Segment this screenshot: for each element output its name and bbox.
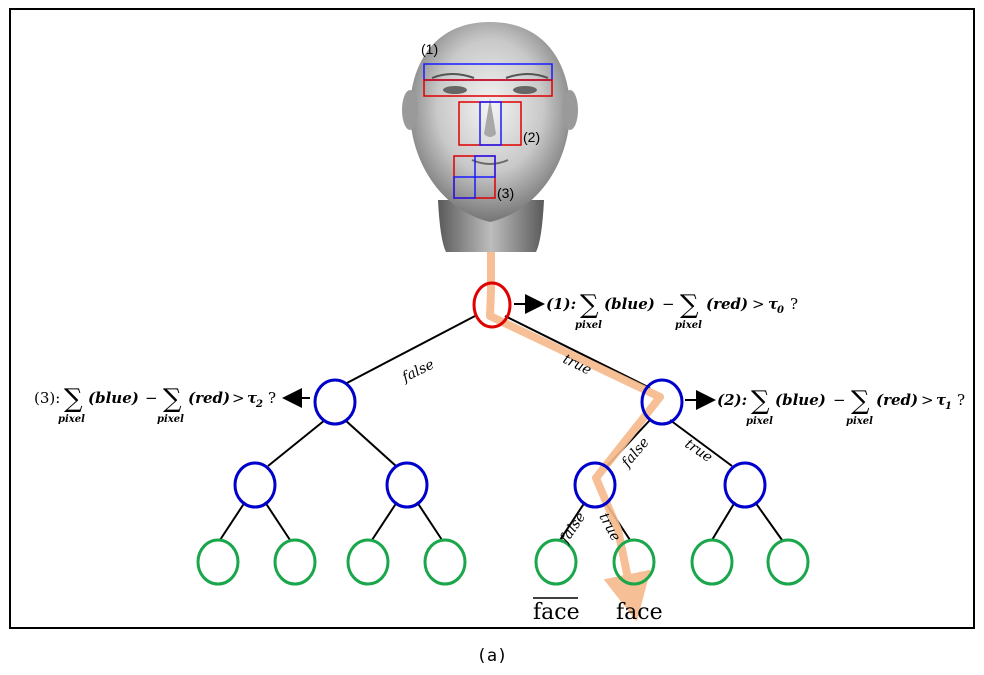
- edge-label-right-right: true: [682, 436, 716, 466]
- region2-blue-rect: [479, 101, 502, 146]
- region3-blue-bl: [453, 176, 476, 199]
- region1-label: (1): [421, 41, 438, 57]
- leaf-2: [273, 538, 317, 586]
- leaf-label-not-face: face: [533, 600, 580, 625]
- leaf-label-face: face: [616, 600, 663, 625]
- cond-left-sigma1: ∑: [64, 384, 83, 414]
- cond-right-minus: −: [833, 391, 846, 409]
- node-left: [313, 378, 357, 426]
- cond-right-pixel1: pixel: [746, 416, 773, 427]
- cond-root-tau-sub: 0: [777, 305, 784, 316]
- cond-left-blue: (blue): [88, 389, 139, 407]
- cond-right-prefix: (2):: [717, 391, 747, 409]
- right-ear: [562, 90, 578, 130]
- left-eye: [443, 86, 467, 94]
- cond-right-tau: τ: [936, 391, 947, 409]
- cond-left-red: (red): [188, 389, 230, 407]
- left-eyebrow: [431, 73, 475, 79]
- cond-root-prefix: (1):: [546, 295, 576, 313]
- cond-root-pixel2: pixel: [675, 320, 702, 331]
- face-image: (1) (2) (3): [402, 22, 578, 252]
- cond-left-cmp: >: [232, 389, 245, 407]
- cond-left-q: ?: [268, 389, 276, 407]
- cond-right-q: ?: [957, 391, 965, 409]
- cond-left-sigma2: ∑: [163, 384, 182, 414]
- cond-root-pixel1: pixel: [575, 320, 602, 331]
- leaf-6: [612, 538, 656, 586]
- node-rl: [573, 461, 617, 509]
- cond-left-pixel2: pixel: [157, 414, 184, 425]
- node-rr: [723, 461, 767, 509]
- cond-root-red: (red): [706, 295, 748, 313]
- cond-right-pixel2: pixel: [846, 416, 873, 427]
- figure-caption: (a): [476, 646, 508, 666]
- region3-blue-tr: [474, 155, 496, 178]
- cond-root-blue: (blue): [604, 295, 655, 313]
- condition-left: (3): ∑ pixel (blue) − ∑ pixel (red) > τ …: [34, 384, 276, 425]
- node-lr: [385, 461, 429, 509]
- cond-right-blue: (blue): [775, 391, 826, 409]
- node-right: [640, 378, 684, 426]
- cond-right-cmp: >: [921, 391, 934, 409]
- node-ll: [233, 461, 277, 509]
- right-eye: [513, 86, 537, 94]
- cond-left-tau: τ: [247, 389, 258, 407]
- region3-label: (3): [497, 185, 514, 201]
- svg-text:(2):: (2):: [717, 391, 747, 409]
- cond-left-pixel1: pixel: [58, 414, 85, 425]
- edge-label-root-left: false: [399, 357, 437, 386]
- cond-root-cmp: >: [752, 295, 765, 313]
- root-node: [472, 281, 512, 329]
- right-eyebrow: [505, 73, 549, 79]
- leaf-5: [534, 538, 578, 586]
- condition-right: (2): ∑ pixel (blue) − ∑ pixel (red) > τ …: [717, 386, 965, 427]
- region1-red-rect: [423, 79, 553, 97]
- cond-root-sigma2: ∑: [680, 290, 699, 320]
- cond-root-tau: τ: [768, 295, 779, 313]
- leaf-4: [423, 538, 467, 586]
- cond-right-sigma1: ∑: [751, 386, 770, 416]
- cond-left-minus: −: [145, 389, 158, 407]
- cond-left-tau-sub: 2: [255, 399, 263, 410]
- region2-label: (2): [523, 129, 540, 145]
- cond-right-red: (red): [876, 391, 918, 409]
- face-neck: [438, 200, 544, 252]
- leaf-7: [690, 538, 734, 586]
- tree-nodes: [196, 281, 810, 586]
- decision-path: [486, 252, 664, 622]
- cond-root-q: ?: [790, 295, 798, 313]
- condition-root: (1): ∑ pixel (blue) − ∑ pixel (red) > τ …: [546, 290, 798, 331]
- cond-right-sigma2: ∑: [851, 386, 870, 416]
- cond-left-prefix: (3):: [34, 389, 60, 407]
- edge-label-root-right: true: [560, 351, 594, 378]
- left-ear: [402, 90, 418, 130]
- cond-root-minus: −: [662, 295, 675, 313]
- tree-edges: [219, 315, 783, 541]
- leaf-8: [766, 538, 810, 586]
- cond-root-sigma1: ∑: [580, 290, 599, 320]
- nose: [484, 98, 496, 137]
- leaf-1: [196, 538, 240, 586]
- leaf-3: [346, 538, 390, 586]
- svg-text:(1):: (1):: [546, 295, 576, 313]
- cond-right-tau-sub: 1: [945, 401, 952, 412]
